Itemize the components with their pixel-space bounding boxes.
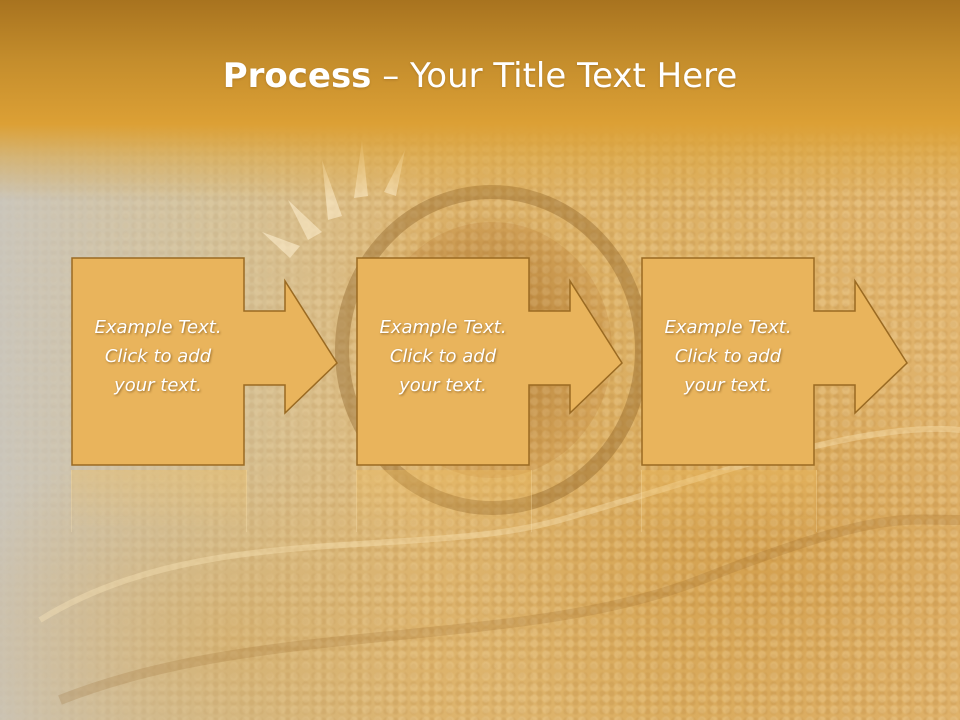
arrow-box-shape: [356, 257, 623, 466]
step-text[interactable]: Example Text. Click to add your text.: [379, 317, 507, 396]
title-header-band: [0, 0, 960, 200]
step-2-reflection: [356, 470, 532, 532]
step-text[interactable]: Example Text. Click to add your text.: [94, 317, 222, 396]
process-step-1[interactable]: Example Text. Click to add your text.: [71, 257, 339, 467]
slide-title[interactable]: Process – Your Title Text Here: [0, 52, 960, 100]
arrow-box-shape: [641, 257, 908, 466]
process-step-3[interactable]: Example Text. Click to add your text.: [641, 257, 909, 467]
process-step-2[interactable]: Example Text. Click to add your text.: [356, 257, 624, 467]
title-bold-part: Process: [222, 56, 372, 96]
title-rest-part: – Your Title Text Here: [371, 56, 738, 96]
arrow-box-shape: [71, 257, 338, 466]
step-text[interactable]: Example Text. Click to add your text.: [664, 317, 792, 396]
step-3-reflection: [641, 470, 817, 532]
step-1-reflection: [71, 470, 247, 532]
